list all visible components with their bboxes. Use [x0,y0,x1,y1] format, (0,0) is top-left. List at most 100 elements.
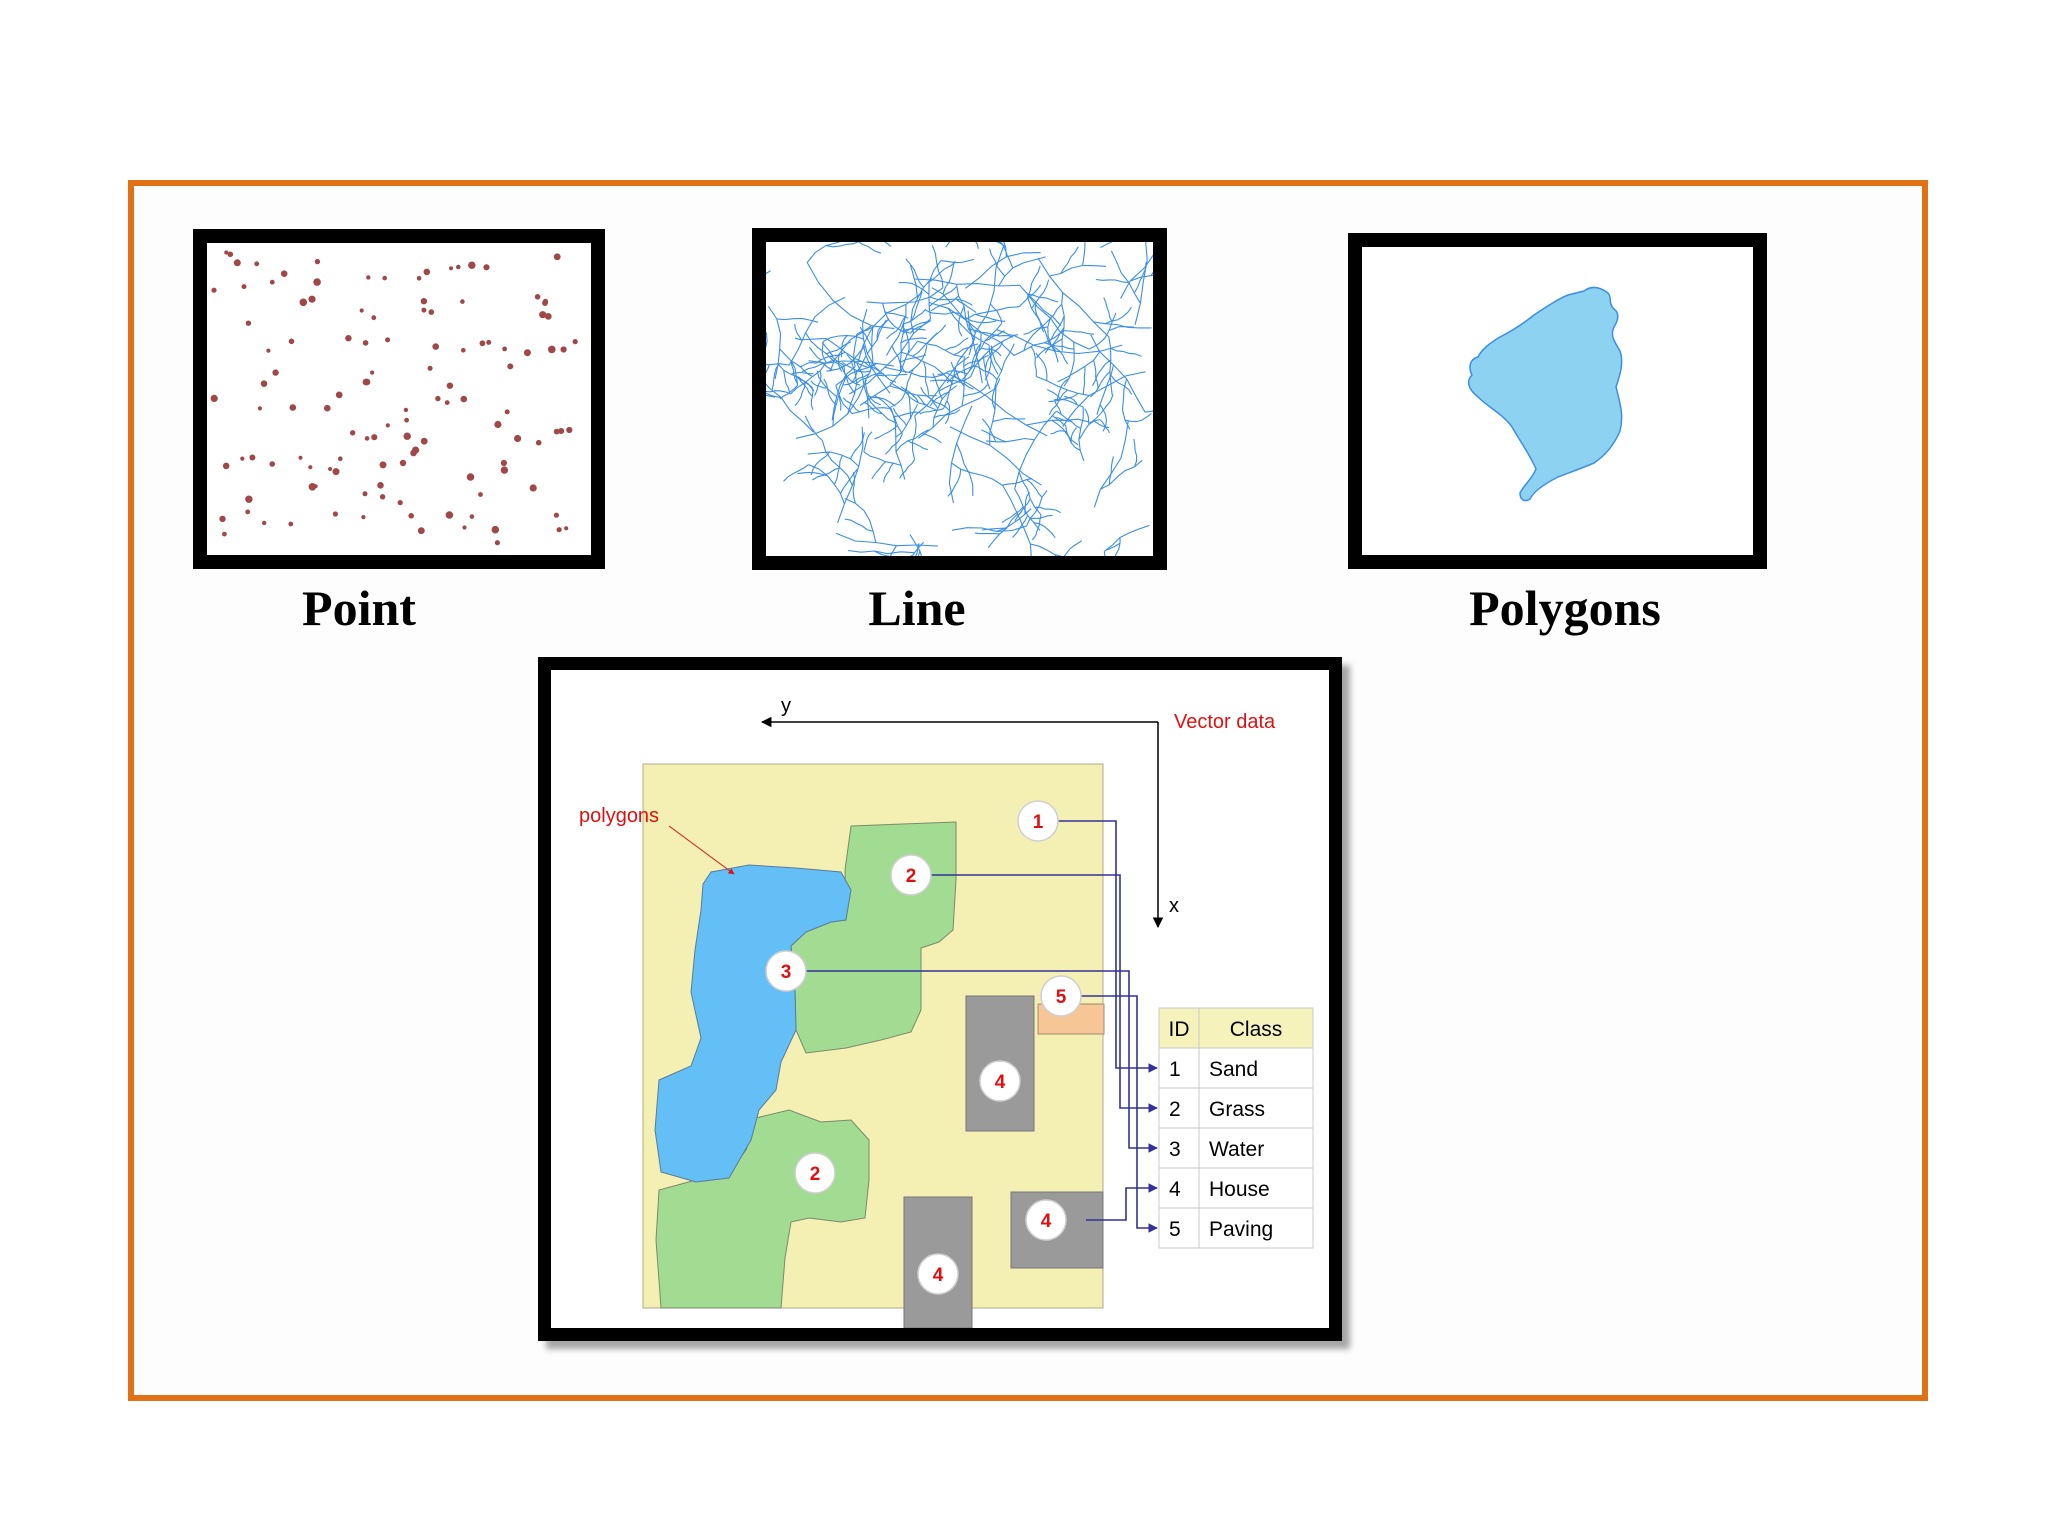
stream-line [812,467,841,481]
stream-line [1013,330,1064,356]
stream-line [1093,420,1110,429]
vector-data-diagram: y x Vector data polygons 1 [579,695,1314,1328]
point-marker [362,491,368,497]
stream-line [766,332,768,349]
stream-line [900,351,954,384]
stream-line [1050,344,1069,365]
point-marker [542,300,548,306]
point-marker [245,495,253,503]
stream-line [899,323,905,373]
stream-line [876,319,887,341]
stream-line [1044,342,1075,350]
stream-line [910,541,924,556]
stream-line [1090,334,1146,413]
stream-line [856,373,884,384]
point-marker [560,346,567,353]
point-marker [332,511,338,517]
stream-line [883,462,894,483]
line-network-map [766,242,1153,556]
stream-line [1063,540,1083,556]
point-marker [423,268,431,276]
stream-line [1035,338,1063,359]
stream-line [895,403,919,438]
stream-line [790,362,827,395]
point-marker [366,275,371,280]
point-marker [444,400,450,405]
stream-line [874,550,904,556]
stream-line [1121,378,1131,430]
stream-line [848,318,931,395]
y-axis-label: y [781,695,791,717]
stream-line [1093,321,1152,329]
point-marker [288,521,294,527]
stream-line [1108,326,1135,332]
svg-text:2: 2 [1169,1098,1181,1121]
point-marker [308,295,316,303]
svg-text:4: 4 [1169,1178,1181,1201]
line-caption: Line [868,580,966,636]
stream-line [837,354,843,372]
point-marker [466,473,475,481]
point-caption: Point [302,580,416,636]
stream-line [823,378,837,406]
stream-line [910,289,923,322]
point-marker [404,417,409,423]
point-marker [385,337,391,343]
stream-line [884,311,909,319]
stream-line [914,356,970,417]
stream-line [766,270,771,275]
point-marker [241,284,247,290]
point-marker [507,363,514,370]
stream-line [806,262,895,330]
stream-line [1089,371,1111,398]
stream-line [1026,296,1057,352]
polygons-pointer [668,825,735,875]
stream-line [1065,425,1081,451]
stream-line [859,340,918,406]
point-marker [420,298,428,305]
stream-line [884,242,892,247]
point-marker [468,261,476,269]
svg-text:5: 5 [1169,1218,1181,1241]
stream-line [794,323,802,341]
stream-line [963,384,988,397]
stream-line [783,370,790,393]
stream-line [950,361,965,387]
point-marker [280,270,288,277]
stream-line [1057,351,1101,383]
stream-line [1026,265,1041,298]
stream-line [951,525,1027,532]
stream-line [1145,410,1153,413]
stream-line [1026,293,1090,350]
point-marker [529,484,537,492]
stream-line [1024,491,1031,515]
point-marker [364,436,370,441]
stream-line [843,366,856,394]
vector-data-title: Vector data [1174,711,1276,733]
stream-line [929,391,950,407]
stream-line [984,330,1005,342]
stream-line [1044,327,1065,354]
stream-line [777,363,813,388]
stream-line [999,242,1014,269]
stream-line [766,392,782,399]
stream-line [951,462,1003,486]
stream-line [1037,257,1110,338]
point-marker [371,434,378,441]
stream-line [788,296,846,366]
stream-line [900,337,927,344]
stream-line [981,347,1002,357]
stream-line [1092,359,1112,387]
stream-line [1039,303,1063,329]
stream-line [990,303,1003,324]
stream-line [989,385,997,446]
point-marker [328,467,333,471]
svg-text:1: 1 [1169,1058,1181,1081]
stream-line [959,332,982,383]
point-marker [460,395,468,403]
stream-line [1103,551,1106,556]
stream-line [766,390,791,395]
point-marker [432,343,439,350]
svg-text:4: 4 [933,1265,944,1286]
stream-line [876,373,908,377]
